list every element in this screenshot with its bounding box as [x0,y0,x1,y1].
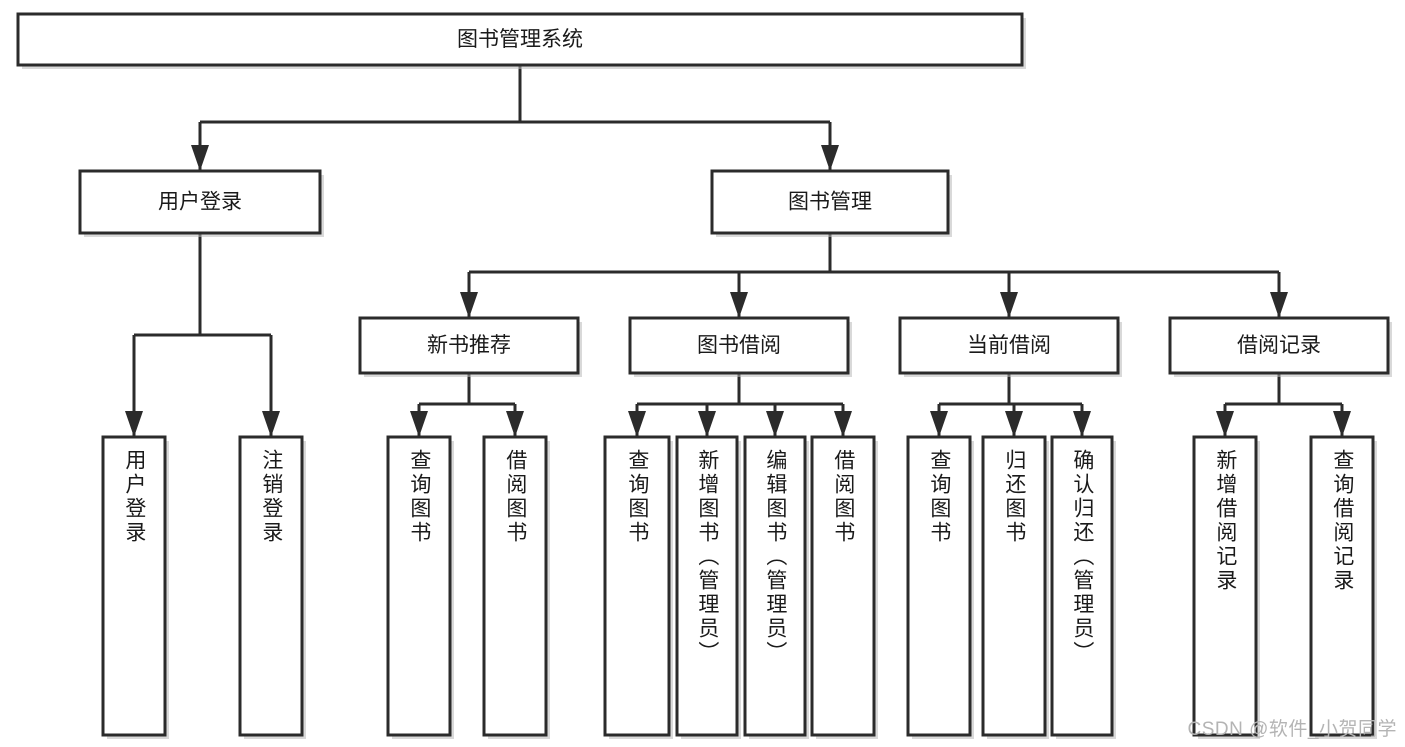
node-current-borrow[interactable] [898,316,1120,375]
arrow-head-icon [410,411,428,437]
arrow-head-icon [698,411,716,437]
node-leaf-query-book-current[interactable] [906,435,972,737]
node-leaf-borrow-book-rec[interactable] [482,435,548,737]
arrow-head-icon [191,145,209,171]
arrow-head-icon [506,411,524,437]
node-leaf-borrow-book[interactable] [810,435,876,737]
arrow-head-icon [930,411,948,437]
node-leaf-query-book-borrow[interactable] [603,435,671,737]
node-leaf-add-book-admin[interactable] [675,435,739,737]
node-leaf-user-login[interactable] [101,435,167,737]
node-leaf-edit-book-admin[interactable] [743,435,807,737]
node-book-manage-label: 图书管理 [788,191,872,214]
node-book-borrow[interactable] [628,316,850,375]
node-user-login-label: 用户登录 [158,191,242,214]
arrow-head-icon [766,411,784,437]
node-root-label: 图书管理系统 [457,28,583,51]
arrow-head-icon [730,292,748,318]
node-leaf-query-book-rec[interactable] [386,435,452,737]
arrow-head-icon [1216,411,1234,437]
arrow-head-icon [1000,292,1018,318]
node-leaf-return-book[interactable] [981,435,1047,737]
node-user-login[interactable] [78,169,322,235]
node-root[interactable] [16,12,1024,67]
node-leaf-query-borrow-record[interactable] [1309,435,1375,737]
node-borrow-record-label: 借阅记录 [1237,334,1321,357]
arrow-head-icon [1270,292,1288,318]
csdn-watermark: CSDN @软件_小贺同学 [1187,719,1397,740]
node-current-borrow-label: 当前借阅 [967,334,1051,357]
arrow-head-icon [834,411,852,437]
box-layer [16,12,1392,739]
node-new-book-recommend[interactable] [358,316,580,375]
arrow-head-icon [460,292,478,318]
node-leaf-user-logout[interactable] [238,435,304,737]
node-book-borrow-label: 图书借阅 [697,334,781,357]
arrow-head-icon [262,411,280,437]
node-leaf-confirm-return-admin[interactable] [1050,435,1114,737]
node-borrow-record[interactable] [1168,316,1390,375]
arrow-head-icon [1005,411,1023,437]
node-new-book-recommend-label: 新书推荐 [427,334,511,357]
node-leaf-add-borrow-record[interactable] [1192,435,1258,737]
arrow-head-icon [1073,411,1091,437]
arrow-head-icon [125,411,143,437]
node-book-manage[interactable] [710,169,950,235]
arrow-head-icon [821,145,839,171]
arrow-head-icon [1333,411,1351,437]
arrow-head-icon [628,411,646,437]
connector-layer [125,65,1351,437]
